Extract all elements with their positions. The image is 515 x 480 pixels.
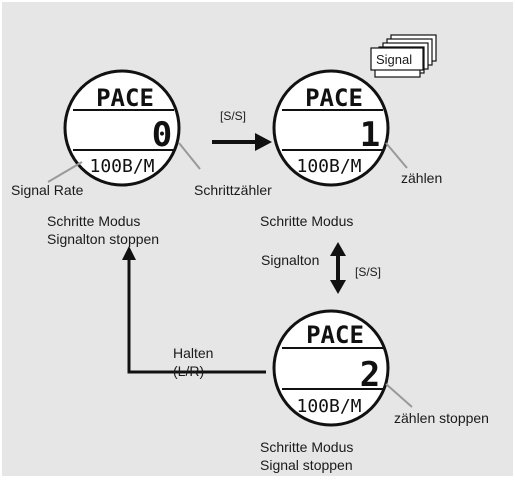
watch-3-leader-right	[385, 383, 413, 408]
watch-1-caption-line2: Signalton stoppen	[47, 231, 160, 247]
signal-rate-label: Signal Rate	[11, 182, 84, 198]
watch-2-mode: PACE	[305, 84, 363, 112]
watch-1-leader-left	[47, 161, 83, 183]
watch-1-caption-line1: Schritte Modus	[47, 213, 141, 229]
watch-1-count: 0	[152, 115, 172, 155]
watch-2-rate: 100B/M	[296, 156, 361, 177]
zaehlen-label: zählen	[401, 170, 443, 186]
transition-w1-w2-label: [S/S]	[220, 109, 247, 123]
watch-2-face	[272, 69, 390, 187]
watch-3: PACE 2 100B/M	[272, 309, 413, 427]
signal-card-label: Signal	[376, 52, 413, 67]
arrow-w2-w3-head-up	[330, 242, 346, 256]
watch-1: PACE 0 100B/M	[47, 69, 201, 187]
zaehlen-stoppen-label: zählen stoppen	[394, 410, 489, 426]
transition-w2-w3-label: [S/S]	[355, 265, 382, 279]
watch-2-leader-right	[385, 142, 408, 169]
watch-3-rate: 100B/M	[296, 396, 361, 417]
watch-2-caption-line1: Schritte Modus	[260, 213, 354, 229]
watch-3-count: 2	[360, 355, 380, 395]
watch-3-caption-line1: Schritte Modus	[260, 439, 354, 455]
watch-2: PACE 1 100B/M	[272, 34, 437, 187]
arrow-w3-to-w1-head	[122, 246, 136, 260]
watch-1-mode: PACE	[96, 84, 154, 112]
halten-key-label: (L/R)	[173, 363, 205, 379]
arrow-w2-w3-head-down	[330, 280, 346, 294]
watch-1-leader-right	[178, 142, 201, 170]
watch-3-mode: PACE	[306, 321, 364, 349]
watch-1-rate: 100B/M	[89, 156, 154, 177]
halten-label: Halten	[173, 345, 214, 361]
arrow-w1-to-w2-head	[255, 133, 272, 151]
signal-card-stack	[370, 34, 437, 78]
watch-1-face	[63, 69, 181, 187]
watch-2-count: 1	[360, 115, 380, 155]
schrittzaehler-label: Schrittzähler	[194, 182, 272, 198]
watch-3-caption-line2: Signal stoppen	[260, 457, 353, 473]
signal-card-front	[370, 47, 424, 71]
arrow-w3-to-w1	[127, 258, 266, 374]
watch-3-face	[272, 309, 390, 427]
signalton-label: Signalton	[261, 252, 320, 268]
